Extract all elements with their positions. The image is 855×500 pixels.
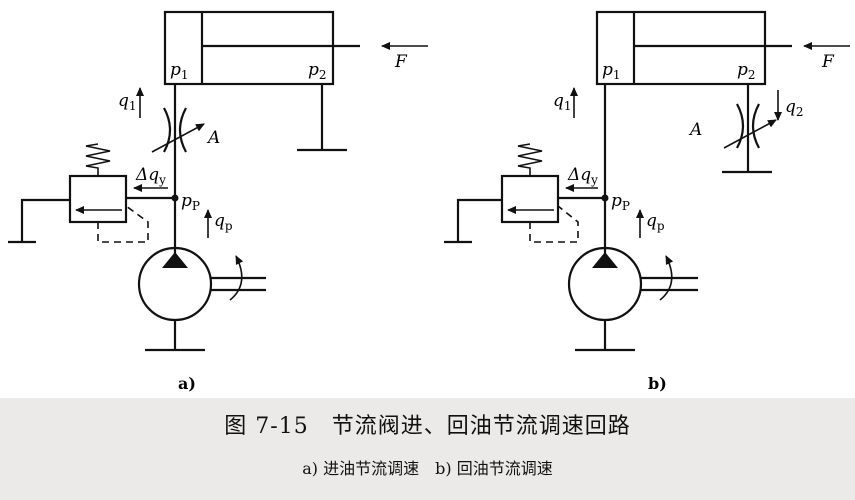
p1-label-a: p1 (170, 60, 189, 82)
q1-label-b: q1 (553, 91, 572, 113)
qp-label-a: qp (214, 211, 233, 233)
pp-label-a: pP (181, 191, 200, 213)
pump-b (567, 246, 698, 352)
throttle-label-a: A (206, 128, 220, 148)
qp-label-b: qp (646, 211, 665, 233)
throttle-valve-a (151, 107, 205, 153)
p2-label-a: p2 (308, 60, 327, 82)
caption-band (0, 398, 855, 500)
dq-label-b: Δqy (567, 165, 598, 187)
q2-label-b: q2 (785, 97, 804, 119)
panel-a: F p1 p2 A q1 pP qp (8, 10, 428, 393)
dq-label-a: Δqy (135, 165, 166, 187)
force-label-a: F (394, 52, 408, 72)
figure-title: 图 7-15 节流阀进、回油节流调速回路 (224, 414, 631, 439)
panel-label-b: b) (648, 374, 667, 393)
panel-b: F p1 p2 A q2 q1 pP qp (444, 10, 850, 393)
throttle-valve-b (723, 103, 777, 149)
q1-label-a: q1 (118, 91, 137, 113)
relief-valve-a (8, 143, 175, 244)
pp-label-b: pP (611, 191, 630, 213)
p1-label-b: p1 (602, 60, 621, 82)
tank-return-a (297, 84, 347, 152)
p2-label-b: p2 (737, 60, 756, 82)
figure-subtitle: a) 进油节流调速 b) 回油节流调速 (302, 459, 553, 478)
return-line-b (722, 84, 772, 174)
relief-valve-b (444, 143, 605, 244)
force-label-b: F (821, 52, 835, 72)
cylinder-b (595, 10, 792, 86)
pump-a (137, 246, 266, 352)
throttle-label-b: A (688, 120, 702, 140)
cylinder-a (163, 10, 360, 86)
panel-label-a: a) (178, 374, 196, 393)
